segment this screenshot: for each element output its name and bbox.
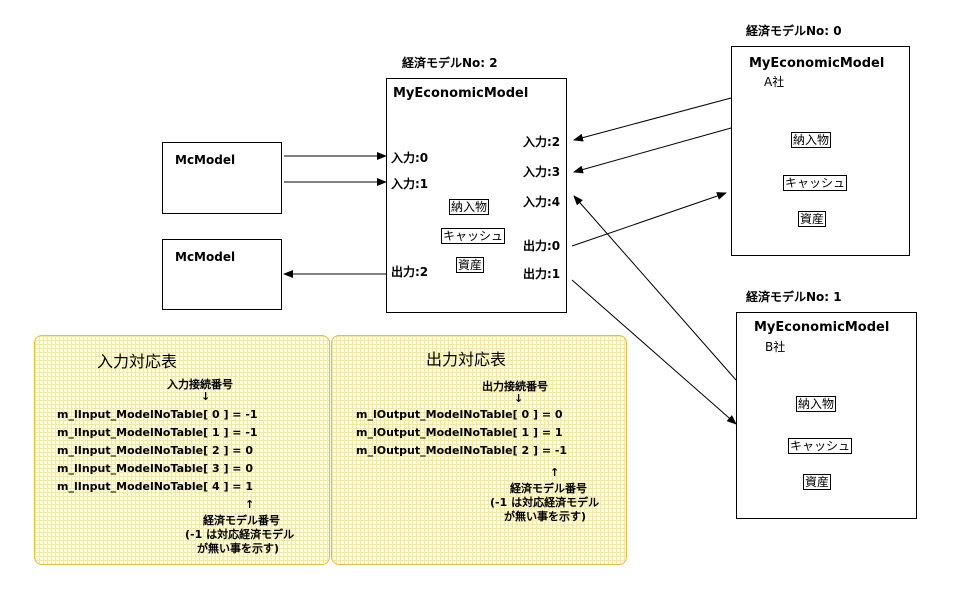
- model-no-1-box: MyEconomicModel B社 納入物 キャッシュ 資産: [736, 312, 917, 519]
- model-no-1-assets: 資産: [803, 474, 832, 490]
- model-no-2-name: MyEconomicModel: [393, 86, 529, 101]
- model-no-0-cash: キャッシュ: [783, 175, 848, 191]
- model-no-1-delivery: 納入物: [796, 396, 837, 412]
- model-no-0-delivery: 納入物: [791, 132, 832, 148]
- output-table-header: 出力接続番号: [482, 380, 548, 393]
- input-port-1: 入力:1: [391, 177, 429, 191]
- input-table-panel: 入力対応表 入力接続番号 ↓ m_lInput_ModelNoTable[ 0 …: [34, 335, 330, 565]
- input-port-3: 入力:3: [523, 165, 561, 179]
- output-table-row-0: m_lOutput_ModelNoTable[ 0 ] = 0: [356, 408, 563, 421]
- model-no-2-cash: キャッシュ: [441, 228, 506, 244]
- mc-model-2-box: McModel: [162, 239, 282, 310]
- input-table-row-0: m_lInput_ModelNoTable[ 0 ] = -1: [57, 408, 258, 421]
- model-no-1-label: 経済モデルNo: 1: [746, 290, 842, 304]
- input-table-row-3: m_lInput_ModelNoTable[ 3 ] = 0: [57, 462, 254, 475]
- arrow-output0-to-model0: [571, 192, 727, 247]
- output-table-arrow-down: ↓: [514, 392, 524, 405]
- output-table-arrow-up: ↑: [550, 466, 560, 479]
- model-no-2-delivery: 納入物: [449, 199, 490, 215]
- arrow-model0-to-input3: [573, 127, 732, 174]
- model-no-2-label: 経済モデルNo: 2: [402, 56, 498, 70]
- input-table-row-1: m_lInput_ModelNoTable[ 1 ] = -1: [57, 426, 258, 439]
- output-table-row-2: m_lOutput_ModelNoTable[ 2 ] = -1: [356, 444, 568, 457]
- model-no-2-assets: 資産: [456, 257, 485, 273]
- input-table-row-2: m_lInput_ModelNoTable[ 2 ] = 0: [57, 444, 254, 457]
- input-table-title: 入力対応表: [97, 352, 178, 371]
- output-table-row-1: m_lOutput_ModelNoTable[ 1 ] = 1: [356, 426, 563, 439]
- model-no-2-box: MyEconomicModel 入力:0 入力:1 出力:2 入力:2 入力:3…: [386, 78, 567, 313]
- input-table-footer-1: 経済モデル番号: [203, 514, 280, 527]
- model-no-0-company: A社: [764, 75, 785, 89]
- model-no-0-name: MyEconomicModel: [749, 56, 885, 71]
- model-no-1-cash: キャッシュ: [788, 438, 853, 454]
- input-table-header: 入力接続番号: [167, 378, 233, 391]
- arrow-output1-to-model1: [571, 279, 737, 425]
- model-no-1-name: MyEconomicModel: [754, 320, 890, 335]
- input-table-footer-2: (-1 は対応経済モデル: [185, 528, 295, 541]
- model-no-0-assets: 資産: [798, 211, 827, 227]
- mc-model-2-name: McModel: [175, 250, 236, 264]
- input-table-footer-3: が無い事を示す): [197, 542, 280, 555]
- output-port-2: 出力:2: [391, 265, 429, 279]
- input-table-arrow-up: ↑: [245, 498, 255, 511]
- output-table-footer-1: 経済モデル番号: [510, 482, 587, 495]
- input-table-row-4: m_lInput_ModelNoTable[ 4 ] = 1: [57, 480, 254, 493]
- output-table-panel: 出力対応表 出力接続番号 ↓ m_lOutput_ModelNoTable[ 0…: [331, 335, 627, 565]
- input-table-arrow-down: ↓: [201, 390, 211, 403]
- output-port-1: 出力:1: [523, 267, 561, 281]
- output-table-title: 出力対応表: [426, 350, 507, 369]
- mc-model-1-box: McModel: [162, 142, 282, 214]
- mc-model-1-name: McModel: [175, 153, 236, 167]
- arrow-model0-to-input2: [573, 97, 732, 142]
- input-port-0: 入力:0: [391, 151, 429, 165]
- model-no-1-company: B社: [765, 340, 786, 354]
- input-port-2: 入力:2: [523, 135, 561, 149]
- model-no-0-box: MyEconomicModel A社 納入物 キャッシュ 資産: [731, 46, 910, 256]
- output-port-0: 出力:0: [523, 239, 561, 253]
- output-table-footer-3: が無い事を示す): [504, 510, 587, 523]
- input-port-4: 入力:4: [523, 195, 561, 209]
- output-table-footer-2: (-1 は対応経済モデル: [490, 496, 600, 509]
- arrow-model1-to-input4: [573, 195, 737, 381]
- model-no-0-label: 経済モデルNo: 0: [746, 24, 842, 38]
